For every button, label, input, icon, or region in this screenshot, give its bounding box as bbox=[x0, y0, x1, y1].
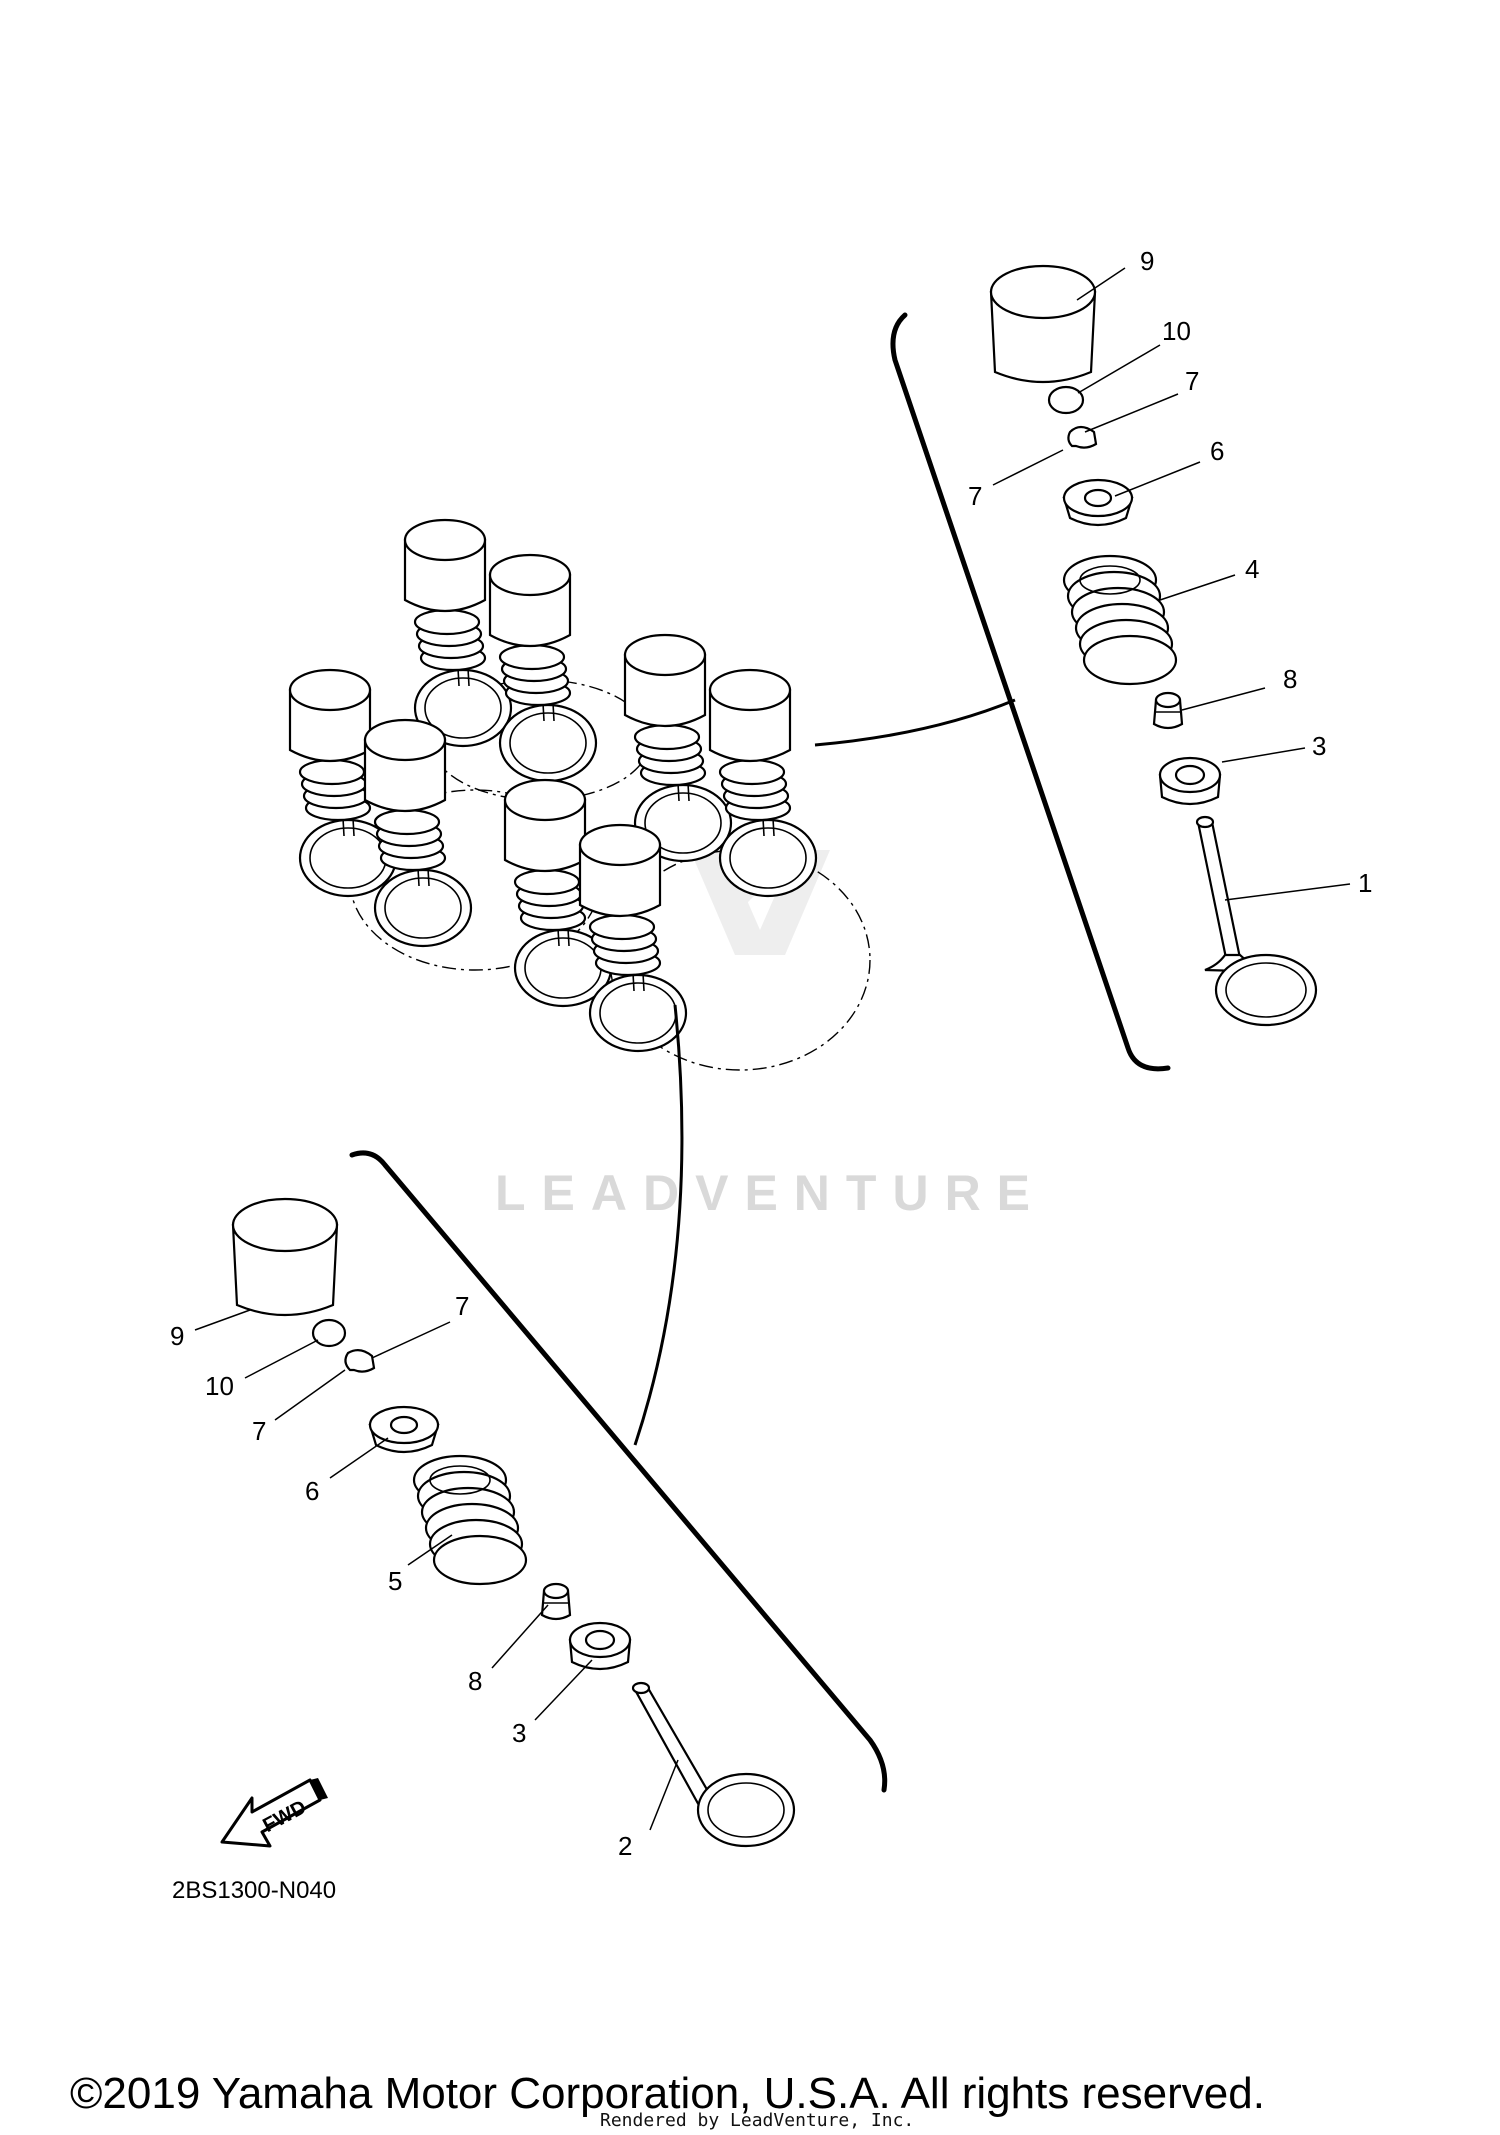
callout-5: 5 bbox=[388, 1566, 402, 1596]
upper-leader-lines bbox=[992, 267, 1351, 901]
callout-2: 2 bbox=[618, 1831, 632, 1861]
lower-bracket-frame bbox=[349, 1150, 888, 1793]
callout-1: 1 bbox=[1358, 868, 1372, 898]
upper-bracket-frame bbox=[890, 312, 1171, 1072]
upper-callouts: 9 10 7 7 6 4 8 3 1 bbox=[968, 246, 1372, 898]
callout-4: 4 bbox=[1245, 554, 1259, 584]
fwd-arrow-icon: FWD bbox=[220, 1778, 328, 1848]
callout-3: 3 bbox=[512, 1718, 526, 1748]
lower-callouts: 9 10 7 7 6 5 8 3 2 bbox=[170, 1291, 632, 1861]
callout-7: 7 bbox=[1185, 366, 1199, 396]
lower-leader-lines bbox=[194, 1309, 679, 1831]
callout-3: 3 bbox=[1312, 731, 1326, 761]
callout-7: 7 bbox=[252, 1416, 266, 1446]
callout-8: 8 bbox=[468, 1666, 482, 1696]
watermark-text: LEADVENTURE bbox=[495, 1165, 1046, 1221]
leader-upper-frame bbox=[814, 698, 1016, 747]
lower-exploded-parts bbox=[231, 1197, 796, 1848]
callout-8: 8 bbox=[1283, 664, 1297, 694]
upper-exploded-parts bbox=[989, 264, 1318, 1027]
callout-9: 9 bbox=[170, 1321, 184, 1351]
callout-10: 10 bbox=[205, 1371, 234, 1401]
valve-assembly-cluster bbox=[288, 518, 871, 1071]
copyright-notice: ©2019 Yamaha Motor Corporation, U.S.A. A… bbox=[70, 2069, 1265, 2118]
callout-7: 7 bbox=[968, 481, 982, 511]
callout-9: 9 bbox=[1140, 246, 1154, 276]
callout-7: 7 bbox=[455, 1291, 469, 1321]
callout-6: 6 bbox=[305, 1476, 319, 1506]
rendered-by-credit: Rendered by LeadVenture, Inc. bbox=[600, 2110, 914, 2131]
leader-lower-frame bbox=[633, 1004, 684, 1446]
callout-10: 10 bbox=[1162, 316, 1191, 346]
callout-6: 6 bbox=[1210, 436, 1224, 466]
diagram-code: 2BS1300-N040 bbox=[172, 1877, 336, 1904]
